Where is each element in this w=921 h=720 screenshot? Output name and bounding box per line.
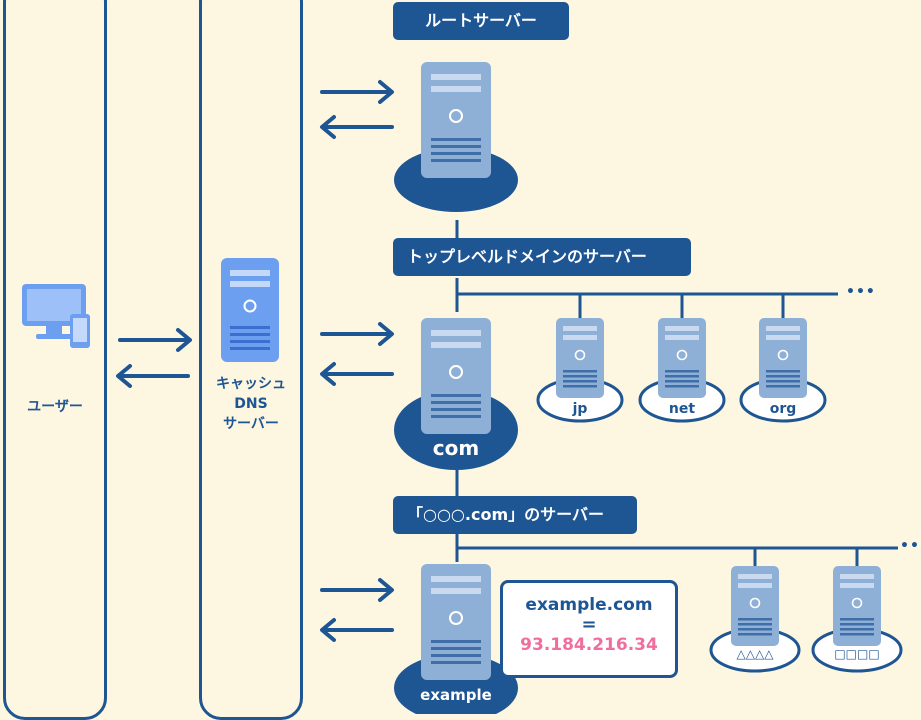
- tld-connector-lines: [455, 220, 838, 318]
- cache-dns-label-line3: サーバー: [223, 416, 279, 432]
- net-server-icon: [657, 317, 707, 399]
- resolution-result-box: example.com = 93.184.216.34: [500, 580, 678, 678]
- tld-server-title: トップレベルドメインのサーバー: [393, 238, 691, 276]
- authoritative-more-indicator: •••: [900, 538, 921, 554]
- tld-more-indicator: •••: [846, 284, 876, 300]
- example-server-icon: [420, 563, 492, 681]
- square-server-icon: [832, 565, 882, 647]
- computer-and-smartphone-icon: [22, 284, 90, 348]
- user-response-arrow: [116, 364, 190, 388]
- result-domain: example.com: [525, 595, 653, 615]
- triangle-server-icon: [730, 565, 780, 647]
- response-from-tld-arrow: [320, 362, 394, 386]
- query-to-root-arrow: [320, 80, 394, 104]
- org-label: org: [769, 401, 797, 417]
- com-server-icon: [420, 317, 492, 435]
- user-column: [3, 0, 107, 720]
- authoritative-server-title: 「○○○.com」のサーバー: [393, 496, 637, 534]
- root-server-icon: [420, 61, 492, 179]
- square-domain-label: □□□□: [834, 647, 880, 661]
- com-label: com: [432, 436, 480, 460]
- cache-dns-server-icon: [221, 258, 279, 362]
- query-to-authoritative-arrow: [320, 578, 394, 602]
- org-server-icon: [758, 317, 808, 399]
- user-query-arrow: [118, 328, 192, 352]
- root-server-title: ルートサーバー: [393, 2, 569, 40]
- cache-dns-label-line2: DNS: [234, 396, 268, 412]
- triangle-domain-label: △△△△: [736, 647, 774, 661]
- jp-server-icon: [555, 317, 605, 399]
- response-from-authoritative-arrow: [320, 618, 394, 642]
- cache-dns-column: [199, 0, 303, 720]
- jp-label: jp: [572, 401, 588, 417]
- example-label: example: [420, 686, 492, 704]
- result-ip-address: 93.184.216.34: [520, 635, 658, 655]
- user-label: ユーザー: [27, 399, 83, 415]
- net-label: net: [668, 401, 696, 417]
- cache-dns-label: キャッシュ DNS サーバー: [199, 374, 303, 434]
- cache-dns-label-line1: キャッシュ: [216, 376, 286, 392]
- query-to-tld-arrow: [320, 322, 394, 346]
- second-level-connector-lines: [455, 470, 898, 566]
- result-equals: =: [581, 614, 597, 635]
- response-from-root-arrow: [320, 115, 394, 139]
